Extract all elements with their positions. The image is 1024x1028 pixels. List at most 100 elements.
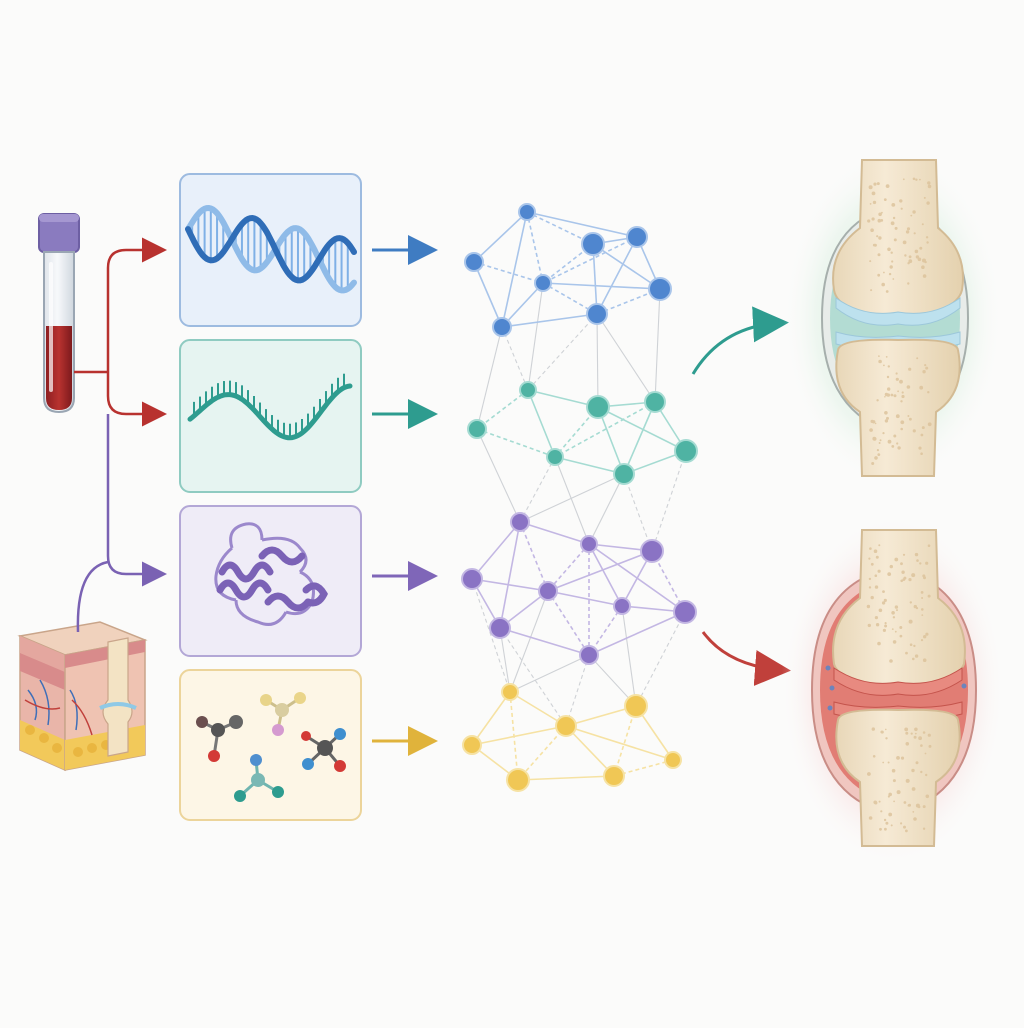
bone-speck bbox=[878, 544, 881, 547]
network-edge bbox=[547, 590, 623, 607]
outcome-arrows bbox=[691, 306, 791, 686]
network-edge bbox=[596, 313, 599, 408]
network-node bbox=[546, 448, 564, 466]
bone-speck bbox=[881, 601, 886, 605]
network-edge bbox=[547, 543, 590, 592]
bone-speck bbox=[877, 453, 881, 456]
network-node bbox=[674, 439, 698, 463]
bone-speck bbox=[872, 436, 877, 441]
bone-speck bbox=[915, 761, 919, 765]
bone-speck bbox=[885, 184, 890, 189]
network-edge bbox=[471, 578, 511, 693]
bone-speck bbox=[888, 792, 892, 797]
network-edge bbox=[501, 326, 529, 391]
bone-speck bbox=[878, 608, 883, 613]
bone-speck bbox=[887, 439, 892, 444]
bone-speck bbox=[899, 379, 903, 384]
bone-speck bbox=[876, 399, 879, 402]
bone-speck bbox=[876, 449, 880, 452]
bone-speck bbox=[921, 426, 925, 430]
bone-speck bbox=[922, 370, 926, 374]
network-edge bbox=[476, 428, 556, 458]
molecule-2 bbox=[260, 692, 306, 736]
network-edge bbox=[499, 627, 567, 727]
bone-speck bbox=[912, 429, 916, 433]
bone-speck bbox=[874, 422, 877, 425]
bone-speck bbox=[913, 232, 916, 235]
bone-speck bbox=[891, 203, 896, 207]
bone-speck bbox=[888, 812, 893, 817]
bone-speck bbox=[872, 420, 876, 424]
network-edge bbox=[565, 654, 590, 727]
network-edge bbox=[554, 456, 590, 545]
bone-speck bbox=[912, 657, 915, 661]
small-molecules-icon bbox=[196, 692, 346, 802]
network-edge bbox=[527, 389, 599, 408]
bone-speck bbox=[903, 825, 906, 829]
bone-speck bbox=[883, 364, 885, 367]
bone-speck bbox=[915, 255, 920, 259]
bone-speck bbox=[896, 442, 899, 445]
transcriptomics-panel bbox=[179, 339, 362, 493]
network-edge bbox=[613, 705, 637, 777]
bone-speck bbox=[918, 736, 922, 741]
bone-speck bbox=[884, 411, 888, 415]
network-edge bbox=[473, 261, 544, 284]
bone-speck bbox=[922, 827, 926, 830]
bone-speck bbox=[877, 253, 881, 257]
network-edge bbox=[499, 627, 590, 656]
bone-speck bbox=[899, 634, 903, 638]
bone-speck bbox=[922, 658, 927, 662]
bone-speck bbox=[923, 196, 926, 199]
bone-speck bbox=[927, 181, 931, 185]
bone-speck bbox=[880, 810, 883, 813]
bone-speck bbox=[921, 608, 924, 611]
network-node bbox=[534, 274, 552, 292]
bone-speck bbox=[903, 576, 907, 580]
bone-speck bbox=[906, 385, 911, 389]
network-node bbox=[613, 463, 635, 485]
bone-speck bbox=[919, 178, 921, 181]
bone-speck bbox=[913, 644, 916, 648]
metabolomics-panel bbox=[179, 669, 362, 821]
network-node bbox=[538, 581, 558, 601]
bone-speck bbox=[911, 768, 915, 773]
bone-speck bbox=[877, 641, 881, 646]
network-node bbox=[613, 597, 631, 615]
bone-speck bbox=[908, 367, 912, 371]
bone-speck bbox=[872, 755, 876, 758]
bone-speck bbox=[919, 246, 923, 250]
bone-speck bbox=[896, 790, 901, 795]
bone-speck bbox=[892, 779, 896, 783]
network-edge bbox=[654, 288, 661, 403]
bone-speck bbox=[905, 829, 908, 833]
bone-speck bbox=[914, 552, 919, 557]
bone-speck bbox=[870, 228, 874, 232]
bone-speck bbox=[902, 240, 907, 245]
network-edge bbox=[476, 389, 529, 430]
bone-speck bbox=[870, 289, 873, 292]
bone-speck bbox=[879, 439, 882, 442]
bone-speck bbox=[912, 177, 916, 181]
bone-speck bbox=[883, 818, 887, 822]
molecule-4 bbox=[234, 754, 284, 802]
bone-speck bbox=[887, 387, 891, 391]
bone-speck bbox=[868, 185, 873, 190]
network-node bbox=[580, 535, 598, 553]
network-edge bbox=[592, 243, 661, 290]
network-edge bbox=[565, 725, 674, 761]
bone-speck bbox=[873, 243, 877, 247]
bone-speck bbox=[901, 570, 905, 574]
network-node bbox=[501, 683, 519, 701]
bone-speck bbox=[869, 547, 872, 550]
bone-speck bbox=[870, 562, 874, 566]
network-edge bbox=[501, 313, 598, 328]
bone-speck bbox=[921, 614, 924, 616]
bone-speck bbox=[918, 446, 922, 450]
bone-speck bbox=[894, 630, 897, 633]
bone-speck bbox=[923, 635, 927, 639]
network-node bbox=[492, 317, 512, 337]
bone-speck bbox=[925, 773, 928, 777]
bone-speck bbox=[891, 628, 894, 630]
network-node bbox=[467, 419, 487, 439]
